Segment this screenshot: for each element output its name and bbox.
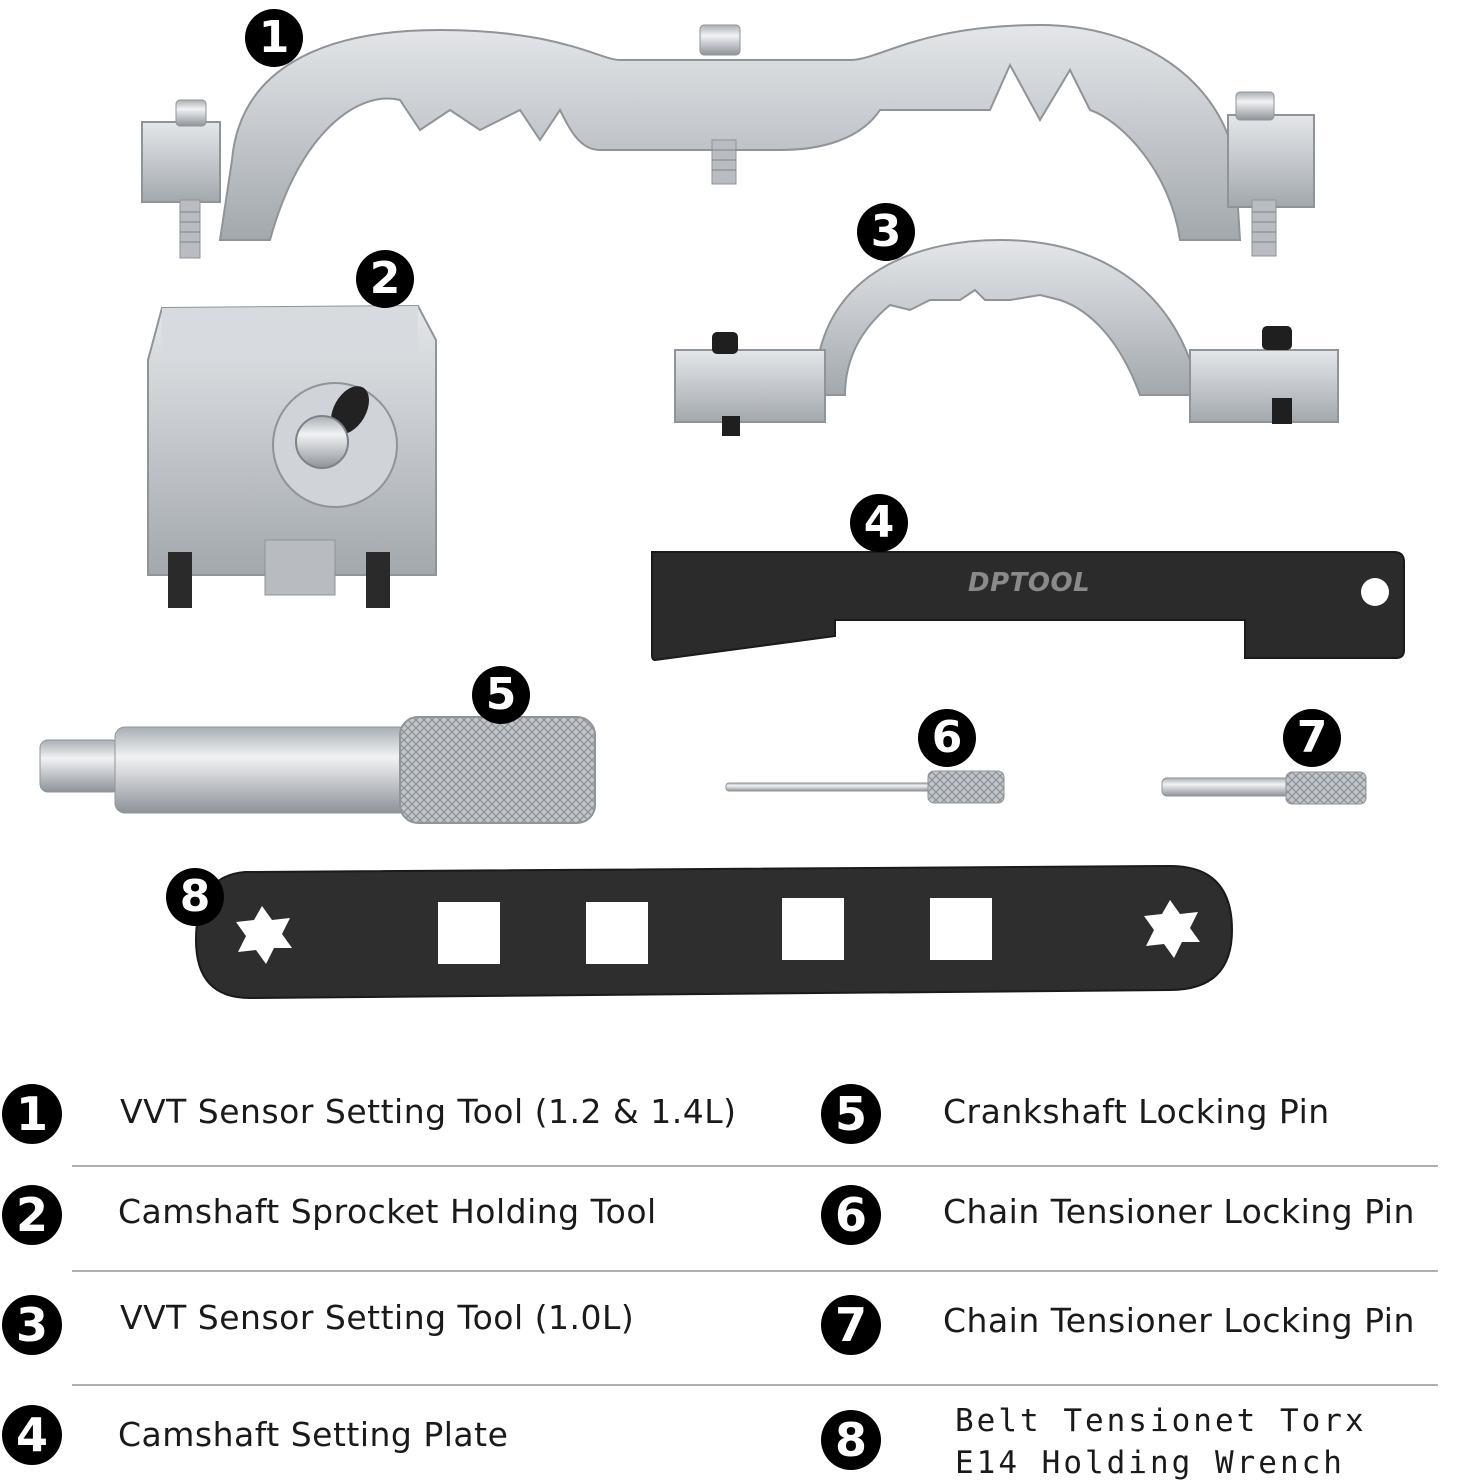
callout-8: 8 xyxy=(166,868,224,926)
callout-2: 2 xyxy=(356,250,414,308)
brand-engraving: DPTOOL xyxy=(968,568,1091,598)
vvt-sensor-setting-tool-large xyxy=(141,23,1315,259)
chain-tensioner-locking-pin-long xyxy=(725,770,1005,804)
legend-label-3: VVT Sensor Setting Tool (1.0L) xyxy=(120,1298,635,1337)
legend-number-1: 1 xyxy=(2,1084,62,1144)
camshaft-sprocket-holding-tool xyxy=(147,304,437,608)
callout-6: 6 xyxy=(918,709,976,767)
torx-star-left-icon xyxy=(236,906,292,964)
vvt-sensor-setting-tool-small xyxy=(674,238,1339,436)
legend-number-5: 5 xyxy=(821,1084,881,1144)
tool-kit-illustration xyxy=(39,23,1405,1000)
callout-4: 4 xyxy=(850,494,908,552)
callout-3: 3 xyxy=(857,203,915,261)
callout-5: 5 xyxy=(472,666,530,724)
legend-number-4: 4 xyxy=(2,1405,62,1465)
legend-number-3: 3 xyxy=(2,1295,62,1355)
legend-number-8: 8 xyxy=(821,1410,881,1470)
legend-divider-2 xyxy=(72,1270,1438,1272)
torx-holding-wrench xyxy=(194,864,1234,1000)
legend-label-7: Chain Tensioner Locking Pin xyxy=(943,1301,1415,1340)
camshaft-setting-plate xyxy=(651,551,1405,662)
crankshaft-locking-pin xyxy=(39,716,596,824)
legend-label-5: Crankshaft Locking Pin xyxy=(943,1092,1330,1131)
legend-label-6: Chain Tensioner Locking Pin xyxy=(943,1192,1415,1231)
callout-1: 1 xyxy=(245,9,303,67)
chain-tensioner-locking-pin-short xyxy=(1161,771,1367,805)
legend-divider-1 xyxy=(72,1165,1438,1167)
torx-star-right-icon xyxy=(1144,900,1200,958)
legend-label-8: Belt Tensionet Torx E14 Holding Wrench xyxy=(955,1403,1367,1481)
legend-number-7: 7 xyxy=(821,1295,881,1355)
callout-7: 7 xyxy=(1283,709,1341,767)
legend-label-1: VVT Sensor Setting Tool (1.2 & 1.4L) xyxy=(120,1092,737,1131)
legend-label-4: Camshaft Setting Plate xyxy=(118,1415,509,1454)
legend-number-2: 2 xyxy=(2,1185,62,1245)
legend-label-2: Camshaft Sprocket Holding Tool xyxy=(118,1192,657,1231)
legend-divider-3 xyxy=(72,1384,1438,1386)
legend-number-6: 6 xyxy=(821,1185,881,1245)
